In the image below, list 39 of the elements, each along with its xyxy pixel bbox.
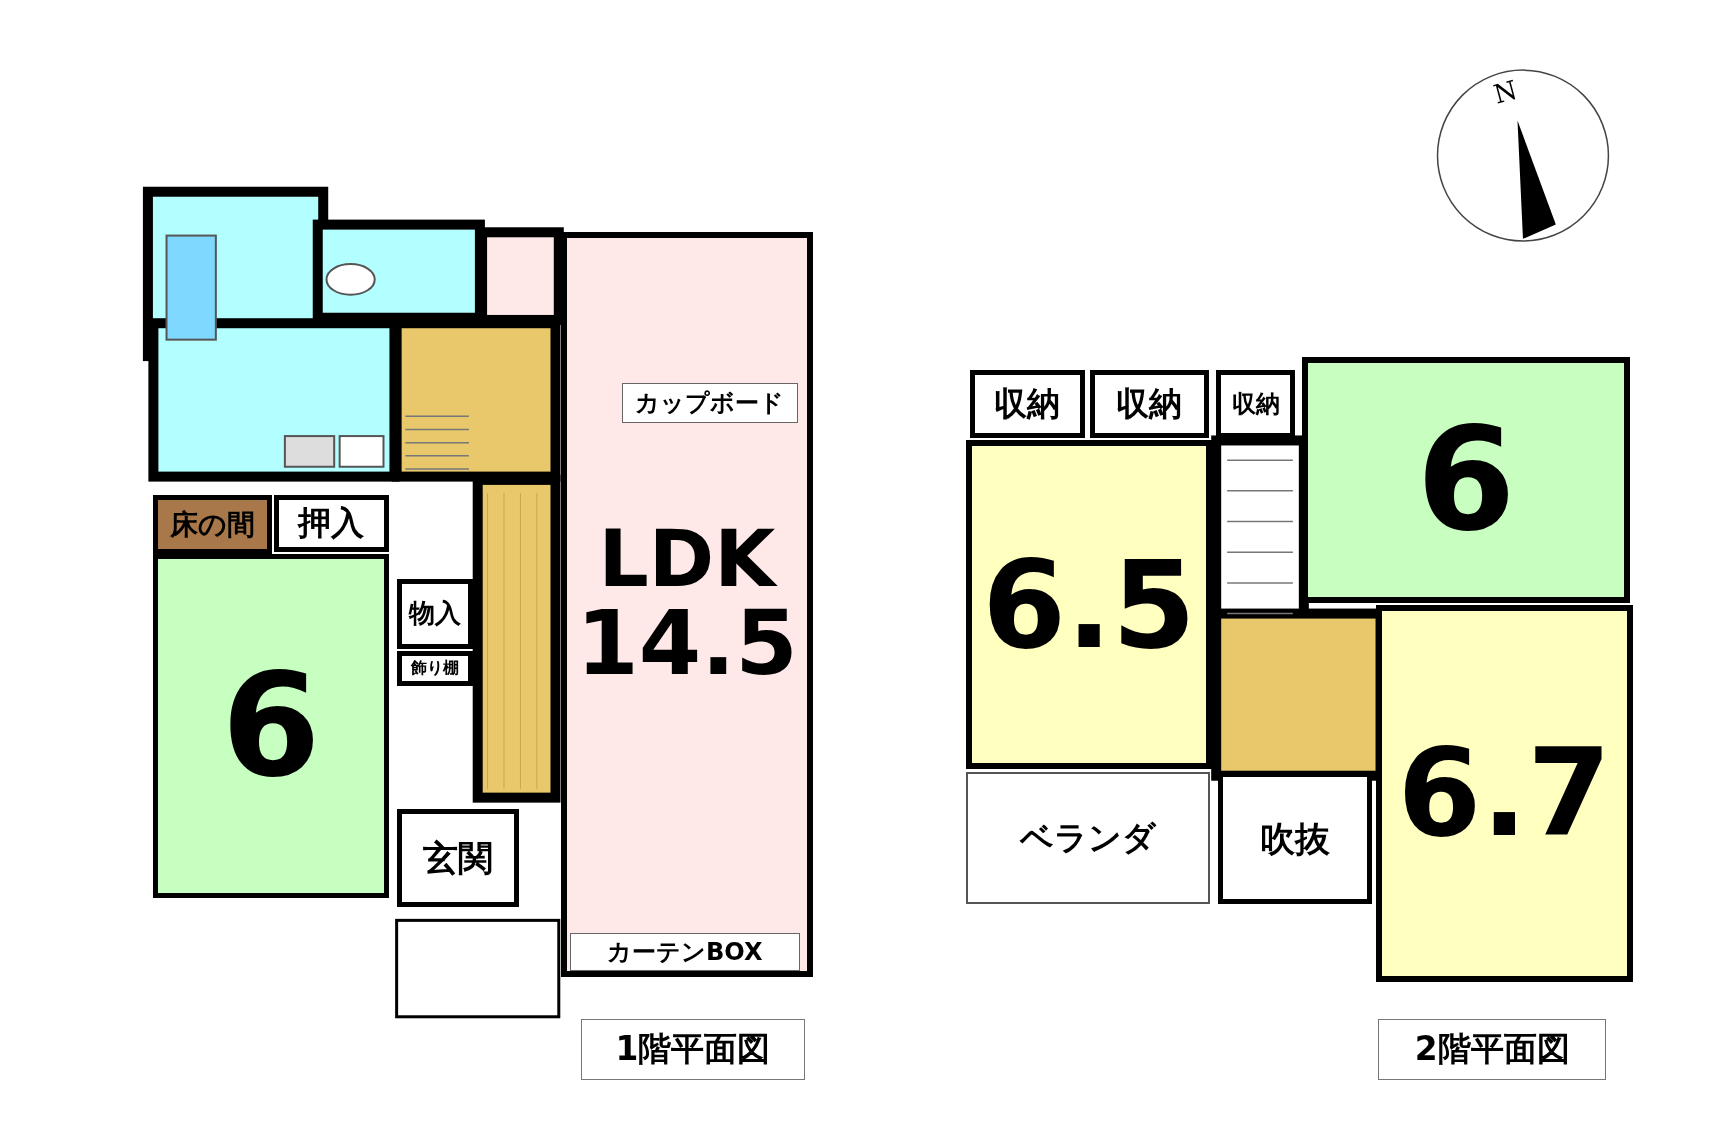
room-size: 6 <box>221 655 321 798</box>
closet <box>1090 370 1209 439</box>
room-size: 6 <box>1416 408 1516 552</box>
compass-label: N <box>1491 76 1521 108</box>
room-label: 押入 <box>298 507 365 541</box>
room <box>966 440 1212 770</box>
entrance <box>396 808 520 908</box>
room-label: 吹抜 <box>1260 820 1331 856</box>
room-label: 収納 <box>1231 392 1280 417</box>
room-label: カップボード <box>635 391 785 416</box>
room-size: 6.5 <box>982 544 1196 666</box>
closet <box>273 495 389 553</box>
display-shelf <box>396 650 474 686</box>
room <box>1376 604 1633 982</box>
room-label: ベランダ <box>1020 821 1156 855</box>
room-size: 14.5 <box>576 599 798 690</box>
room <box>560 232 813 978</box>
room-size: 6.7 <box>1397 733 1612 854</box>
room <box>153 554 389 899</box>
balcony <box>966 772 1210 904</box>
floor-title <box>580 1018 806 1081</box>
room-label: 1階平面図 <box>615 1033 771 1067</box>
closet <box>1216 370 1296 439</box>
room <box>1301 357 1631 603</box>
alcove <box>153 495 272 555</box>
room-label: 物入 <box>408 600 461 627</box>
closet <box>969 370 1085 439</box>
room-label: 2階平面図 <box>1414 1033 1570 1067</box>
room-label: カーテンBOX <box>606 940 763 965</box>
room-label: 収納 <box>1116 387 1183 421</box>
room-name: LDK <box>598 520 776 600</box>
floor-title <box>1378 1018 1607 1081</box>
closet <box>396 578 474 649</box>
room-label: 飾り棚 <box>410 660 459 677</box>
curtain-box <box>569 933 800 971</box>
room-label: 床の間 <box>170 510 256 540</box>
room-label: 収納 <box>994 387 1061 421</box>
room-label: 玄関 <box>422 840 493 876</box>
cupboard <box>622 383 798 423</box>
